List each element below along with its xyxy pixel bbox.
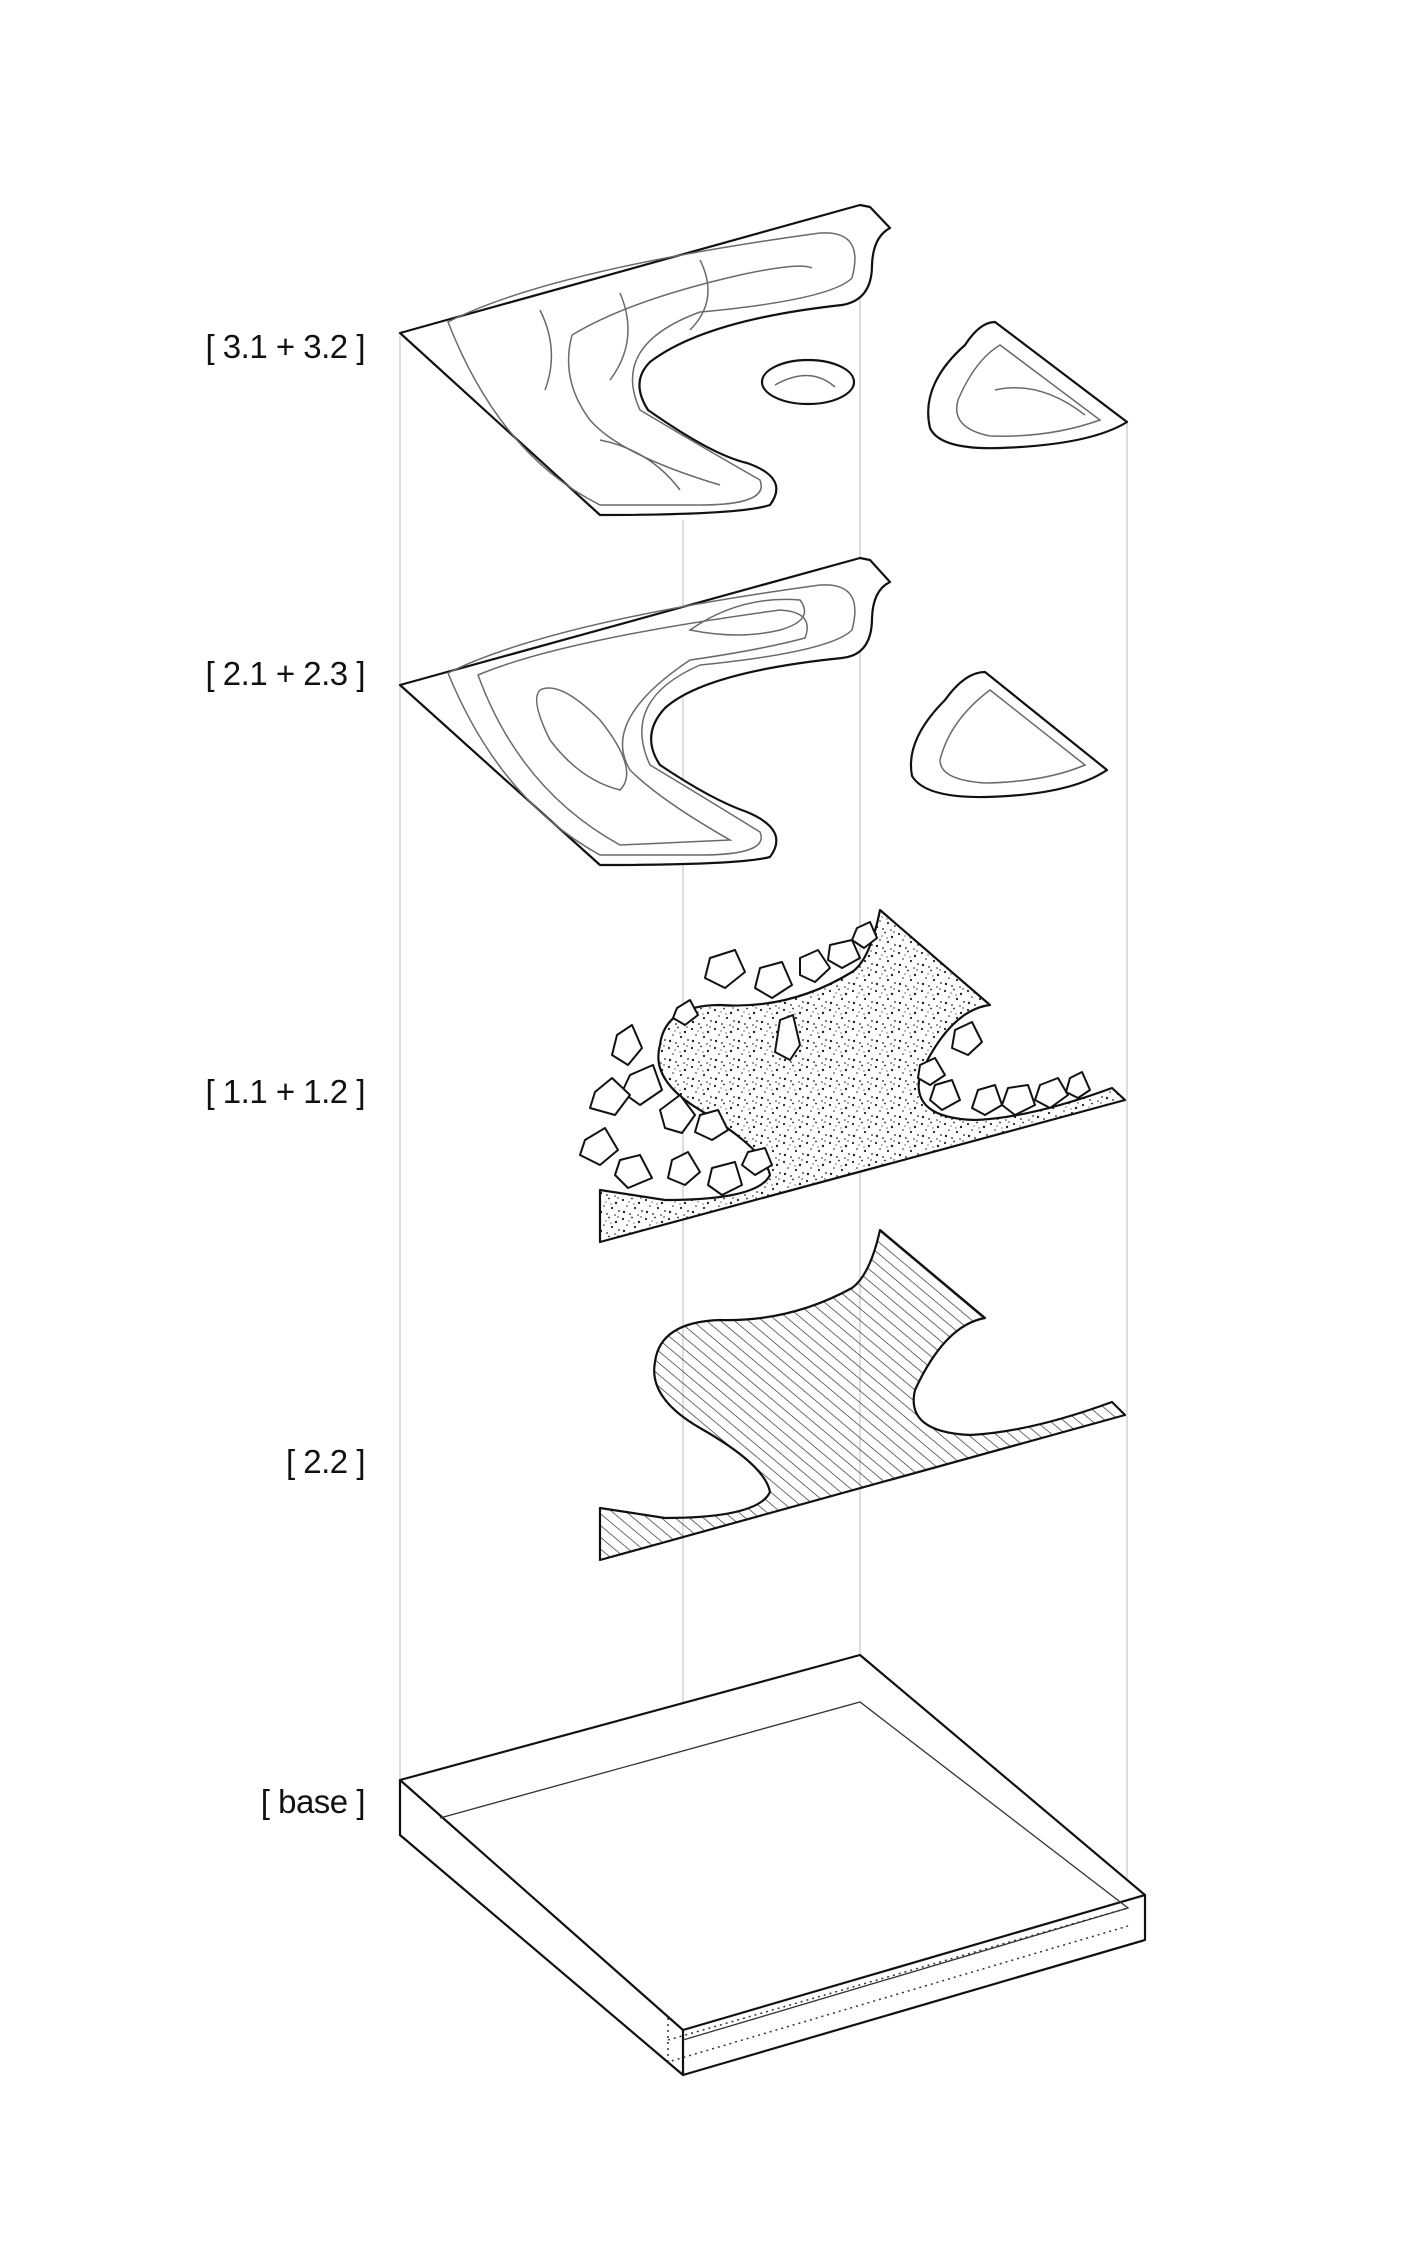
layer-2-contour-peak-b bbox=[535, 687, 628, 791]
layer-3-satellite-contour bbox=[956, 344, 1102, 437]
layer-3-contour-inner bbox=[567, 265, 813, 486]
layer-3-main-surface bbox=[398, 203, 892, 517]
layer-2-contour-mid bbox=[477, 609, 808, 846]
base-hidden-edge-b bbox=[667, 1907, 1129, 2041]
layer-22-hatched-surface bbox=[598, 1228, 1127, 1562]
layer-3-satellite-plate bbox=[927, 320, 1129, 450]
layer-3-contour-outer bbox=[447, 232, 856, 506]
layer-2-contour-outer bbox=[447, 584, 856, 856]
layer-3-island bbox=[760, 358, 856, 406]
label-layer-base: [ base ] bbox=[261, 1783, 365, 1820]
layer-2-satellite-plate bbox=[909, 670, 1109, 799]
base-inner-rim bbox=[439, 1701, 1130, 2041]
base-hidden-edge-a bbox=[667, 1925, 1129, 2064]
base-front-right-face bbox=[682, 1895, 1147, 2077]
label-layer-2: [ 2.1 + 2.3 ] bbox=[205, 655, 365, 692]
layer-labels: [ 3.1 + 3.2 ] [ 2.1 + 2.3 ] [ 1.1 + 1.2 … bbox=[205, 328, 365, 1820]
layer-2-satellite-contour bbox=[939, 689, 1087, 784]
layer-3-satellite-inner bbox=[994, 387, 1086, 416]
layer-2-plate bbox=[398, 556, 1109, 867]
base-box bbox=[398, 1653, 1147, 2077]
layer-3-plate bbox=[398, 203, 1129, 517]
layer-1-stippled-surface bbox=[598, 908, 1127, 1244]
label-layer-1: [ 1.1 + 1.2 ] bbox=[205, 1073, 365, 1110]
label-layer-22: [ 2.2 ] bbox=[286, 1443, 365, 1480]
label-layer-3: [ 3.1 + 3.2 ] bbox=[205, 328, 365, 365]
layer-3-island-contour bbox=[774, 374, 836, 388]
layer-22-plate bbox=[598, 1228, 1127, 1562]
layer-1-rocks bbox=[579, 921, 1091, 1196]
layer-3-contour-ridge bbox=[539, 259, 709, 491]
layer-2-contour-peak-a bbox=[688, 598, 806, 636]
base-front-left-face bbox=[398, 1780, 685, 2077]
layer-1-plate bbox=[579, 908, 1127, 1244]
